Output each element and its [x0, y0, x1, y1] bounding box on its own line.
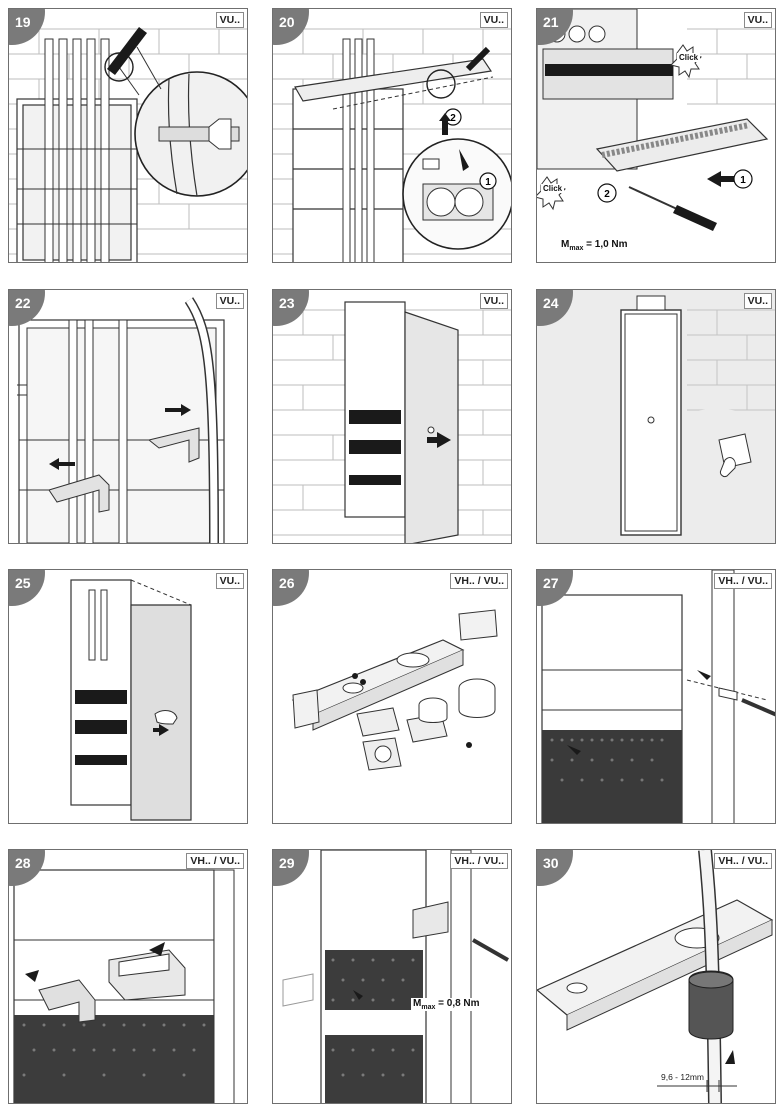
arrow-icon [25, 970, 39, 982]
model-tag: VU.. [215, 573, 244, 589]
panel-27: 27 VH.. / VU.. [536, 569, 776, 824]
panel-29: 29 VH.. / VU.. Mmax = 0,8 Nm [272, 849, 512, 1104]
torque-label: Mmax = 0,8 Nm [411, 998, 482, 1011]
arrow-icon [49, 458, 75, 470]
step-marker-1: 1 [740, 175, 746, 186]
arrow-icon [439, 113, 451, 135]
step-number: 22 [15, 295, 31, 311]
model-tag: VU.. [743, 12, 772, 28]
panel-25: 25 VU.. [8, 569, 248, 824]
illustration-27 [541, 570, 775, 823]
step-number: 27 [543, 575, 559, 591]
arrow-icon [725, 1050, 735, 1064]
arrow-icon [427, 432, 451, 448]
step-marker-2: 2 [450, 113, 456, 124]
illustration-20: 1 2 [273, 28, 511, 262]
arrow-icon [697, 670, 711, 680]
model-tag: VH.. / VU.. [714, 573, 772, 589]
click-label-a: Click [541, 184, 565, 193]
illustration-21: 1 2 [537, 9, 775, 231]
panel-19: 19 VU.. [8, 8, 248, 263]
arrow-icon [149, 942, 165, 956]
panel-26: 26 VH.. / VU.. [272, 569, 512, 824]
illustration-25 [70, 579, 192, 821]
arrow-icon [353, 990, 363, 1000]
panel-24: 24 VU.. [536, 289, 776, 544]
panel-28: 28 VH.. / VU.. [8, 849, 248, 1104]
step-number: 30 [543, 855, 559, 871]
arrow-icon [567, 745, 581, 755]
panel-21: 21 VU.. 1 2 Click Click Mmax = 1,0 Nm [536, 8, 776, 263]
model-tag: VH.. / VU.. [450, 853, 508, 869]
model-tag: VU.. [743, 293, 772, 309]
hand-icon [154, 710, 178, 725]
step-number: 20 [279, 14, 295, 30]
model-tag: VU.. [215, 293, 244, 309]
model-tag: VH.. / VU.. [450, 573, 508, 589]
step-number: 29 [279, 855, 295, 871]
arrow-icon [707, 171, 739, 187]
click-label-b: Click [677, 53, 701, 62]
step-number: 25 [15, 575, 31, 591]
step-number: 26 [279, 575, 295, 591]
panel-22: 22 VU.. [8, 289, 248, 544]
step-number: 19 [15, 14, 31, 30]
panel-23: 23 VU.. [272, 289, 512, 544]
arrow-icon [153, 724, 169, 736]
illustration-22 [17, 297, 225, 543]
screwdriver-icon [628, 186, 717, 231]
panel-30: 30 VH.. / VU.. 9,6 - 12mm [536, 849, 776, 1104]
illustration-29 [282, 850, 509, 1103]
step-number: 23 [279, 295, 295, 311]
model-tag: VU.. [479, 293, 508, 309]
step-marker-2: 2 [604, 189, 610, 200]
step-number: 28 [15, 855, 31, 871]
arrow-icon [165, 404, 191, 416]
step-number: 21 [543, 14, 559, 30]
step-marker-1: 1 [485, 177, 491, 188]
torque-label: Mmax = 1,0 Nm [559, 239, 630, 252]
model-tag: VU.. [479, 12, 508, 28]
illustration-30 [537, 850, 774, 1103]
illustration-24 [537, 290, 775, 543]
model-tag: VH.. / VU.. [714, 853, 772, 869]
illustration-26 [291, 609, 498, 771]
illustration-23 [273, 301, 511, 543]
diameter-label: 9,6 - 12mm [661, 1072, 704, 1082]
panel-20: 20 VU.. 1 2 [272, 8, 512, 263]
model-tag: VH.. / VU.. [186, 853, 244, 869]
step-number: 24 [543, 295, 559, 311]
illustration-19 [9, 27, 247, 262]
illustration-28 [13, 869, 235, 1103]
model-tag: VU.. [215, 12, 244, 28]
